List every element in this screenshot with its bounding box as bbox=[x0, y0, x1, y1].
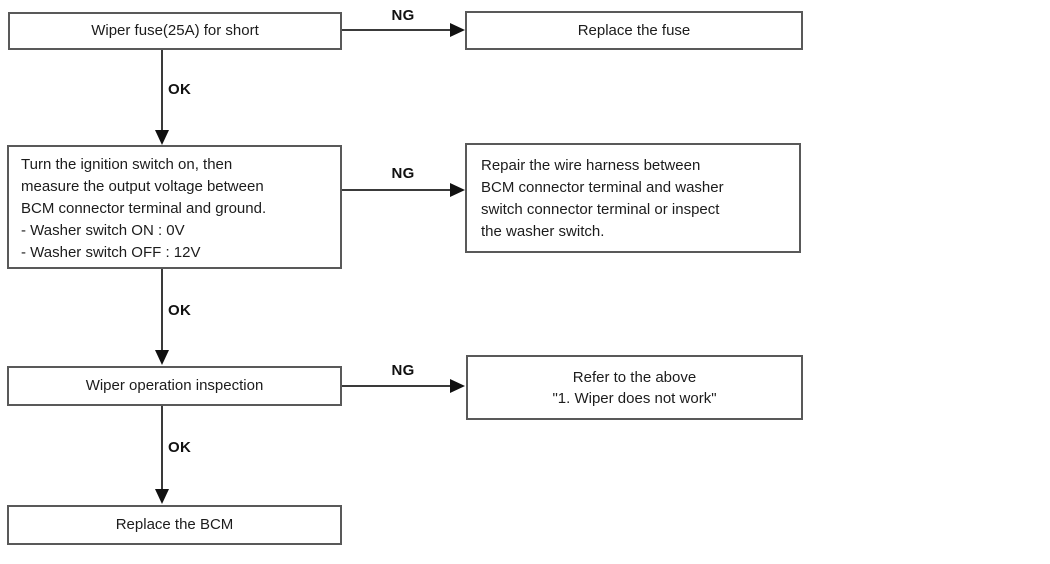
flow-box-replace-bcm: Replace the BCM bbox=[7, 505, 342, 545]
flow-box-wiper-fuse-check-label: Wiper fuse(25A) for short bbox=[91, 22, 259, 39]
connector-ok3-arrowhead-icon bbox=[155, 489, 169, 504]
flow-box-replace-fuse: Replace the fuse bbox=[465, 11, 803, 50]
connector-ok1-line bbox=[161, 50, 163, 132]
connector-ng1-line bbox=[342, 29, 450, 31]
connector-ng2-line bbox=[342, 189, 450, 191]
repair-harness-line-2: BCM connector terminal and washer bbox=[481, 179, 724, 196]
connector-ng3-line bbox=[342, 385, 450, 387]
flow-box-voltage-check: Turn the ignition switch on, then measur… bbox=[7, 145, 342, 269]
flow-box-wiper-fuse-check: Wiper fuse(25A) for short bbox=[8, 12, 342, 50]
connector-ok3-line bbox=[161, 406, 163, 491]
connector-ok2-arrowhead-icon bbox=[155, 350, 169, 365]
ok-label-1: OK bbox=[168, 81, 192, 98]
ng-label-2: NG bbox=[391, 165, 415, 182]
connector-ok1-arrowhead-icon bbox=[155, 130, 169, 145]
flow-box-wiper-operation-inspection-label: Wiper operation inspection bbox=[85, 377, 264, 394]
repair-harness-line-1: Repair the wire harness between bbox=[481, 157, 701, 174]
connector-ng2-arrowhead-icon bbox=[450, 183, 465, 197]
connector-ng3-arrowhead-icon bbox=[450, 379, 465, 393]
repair-harness-line-4: the washer switch. bbox=[481, 223, 605, 240]
ng-label-3: NG bbox=[391, 362, 415, 379]
ng-label-1: NG bbox=[391, 7, 415, 24]
flow-box-wiper-operation-inspection: Wiper operation inspection bbox=[7, 366, 342, 406]
voltage-check-line-4: - Washer switch ON : 0V bbox=[21, 222, 185, 239]
ok-label-2: OK bbox=[168, 302, 192, 319]
refer-above-line-1: Refer to the above bbox=[572, 368, 697, 386]
connector-ng1-arrowhead-icon bbox=[450, 23, 465, 37]
flow-box-repair-harness: Repair the wire harness between BCM conn… bbox=[465, 143, 801, 253]
voltage-check-line-3: BCM connector terminal and ground. bbox=[21, 200, 267, 217]
refer-above-line-2: "1. Wiper does not work" bbox=[552, 389, 717, 407]
flow-box-replace-bcm-label: Replace the BCM bbox=[115, 516, 234, 533]
voltage-check-line-1: Turn the ignition switch on, then bbox=[21, 156, 233, 173]
voltage-check-line-2: measure the output voltage between bbox=[21, 178, 264, 195]
repair-harness-line-3: switch connector terminal or inspect bbox=[481, 201, 720, 218]
connector-ok2-line bbox=[161, 269, 163, 351]
flow-box-refer-above: Refer to the above "1. Wiper does not wo… bbox=[466, 355, 803, 420]
voltage-check-line-5: - Washer switch OFF : 12V bbox=[21, 244, 201, 261]
flow-box-replace-fuse-label: Replace the fuse bbox=[577, 21, 691, 39]
ok-label-3: OK bbox=[168, 439, 192, 456]
